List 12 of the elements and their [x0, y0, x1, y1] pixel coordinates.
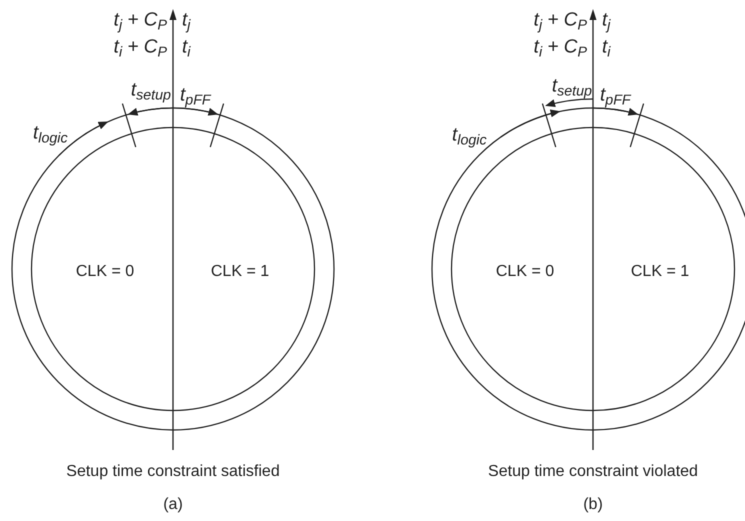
caption: Setup time constraint violated	[488, 464, 698, 480]
panel-label: (b)	[583, 497, 603, 513]
time-label: t$_{i}$ + C$_{P}$	[534, 38, 587, 56]
time-label: t$_{i}$	[182, 38, 190, 56]
time-label: t$_{i}$	[602, 38, 610, 56]
panel-label: (a)	[163, 497, 183, 513]
clock-state-label: CLK = 1	[210, 264, 270, 280]
caption: Setup time constraint satisfied	[66, 464, 280, 480]
clock-state-label: CLK = 1	[630, 264, 690, 280]
time-label: t$_{i}$ + C$_{P}$	[114, 38, 167, 56]
clock-state-label: CLK = 0	[76, 264, 134, 280]
clock-state-label: CLK = 0	[496, 264, 554, 280]
